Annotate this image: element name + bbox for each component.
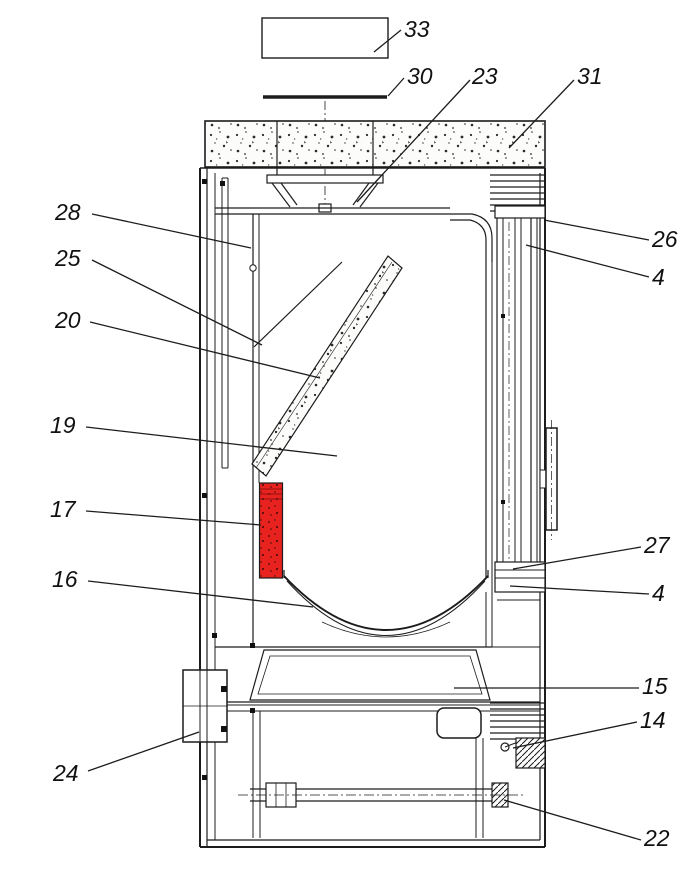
- fastener-marks: [202, 179, 255, 780]
- door-top-trim-part26: [494, 205, 546, 219]
- baffle-plate-part20: [251, 255, 403, 477]
- firebox-top-plate: [215, 207, 493, 262]
- callout-4-bottom: 4: [652, 580, 665, 606]
- callout-17: 17: [50, 496, 77, 522]
- leader-20: [89, 321, 321, 379]
- tie-rod-part22: [238, 782, 524, 808]
- door-bolt: [501, 500, 505, 504]
- box-bolt: [221, 726, 227, 732]
- leader-25: [91, 259, 263, 346]
- callout-31: 31: [577, 63, 603, 89]
- callout-14: 14: [640, 707, 666, 733]
- door-handle: [539, 420, 558, 540]
- leader-14: [512, 721, 638, 749]
- leader-23: [356, 79, 471, 203]
- callout-23: 23: [471, 63, 498, 89]
- callout-26: 26: [651, 226, 678, 252]
- leader-31: [508, 79, 575, 149]
- top-connector-box-part33: [261, 17, 389, 59]
- grate-part16: [283, 570, 489, 638]
- leader-17: [85, 510, 262, 526]
- leader-33: [373, 29, 402, 53]
- leader-28: [91, 213, 252, 249]
- leader-lines: [85, 29, 650, 841]
- liner-bolt: [249, 264, 257, 272]
- service-box-part24: [182, 669, 228, 743]
- callout-25: 25: [54, 245, 81, 271]
- callout-20: 20: [54, 307, 81, 333]
- concrete-top-slab-part31: [204, 120, 546, 168]
- bottom-right-fins: [490, 702, 545, 740]
- firebox-right-wall: [485, 262, 540, 648]
- leader-4-top: [525, 244, 650, 278]
- callout-30: 30: [407, 63, 433, 89]
- leader-27: [512, 546, 642, 570]
- leader-22: [503, 799, 642, 841]
- callout-24: 24: [52, 760, 79, 786]
- ash-pan-part15: [215, 646, 540, 703]
- inner-left-liner-part28: [249, 214, 260, 647]
- leader-16: [87, 580, 314, 608]
- callout-4-top: 4: [652, 264, 665, 290]
- left-air-duct: [221, 177, 229, 469]
- leader-4-bottom: [509, 585, 650, 595]
- callout-22: 22: [643, 825, 670, 851]
- latch-part14: [500, 737, 546, 769]
- callout-labels: 33 30 23 31 28 25 20 26 4 19 17 27 4 16 …: [50, 16, 678, 851]
- callout-16: 16: [52, 566, 78, 592]
- leader-19: [85, 426, 338, 457]
- callout-19: 19: [50, 412, 76, 438]
- callout-33: 33: [404, 16, 430, 42]
- callout-15: 15: [642, 673, 668, 699]
- leader-26: [543, 219, 650, 241]
- box-bolt: [221, 686, 227, 692]
- leader-24: [87, 731, 200, 772]
- leader-30: [387, 77, 405, 97]
- door-bolt: [501, 314, 505, 318]
- deflector-plate-part25: [253, 261, 343, 348]
- highlighted-firebrick-part17: [258, 482, 284, 579]
- damper-housing: [436, 707, 482, 739]
- callout-28: 28: [54, 199, 81, 225]
- door-assembly: [494, 205, 546, 593]
- callout-27: 27: [643, 532, 671, 558]
- base-compartment: [215, 704, 540, 838]
